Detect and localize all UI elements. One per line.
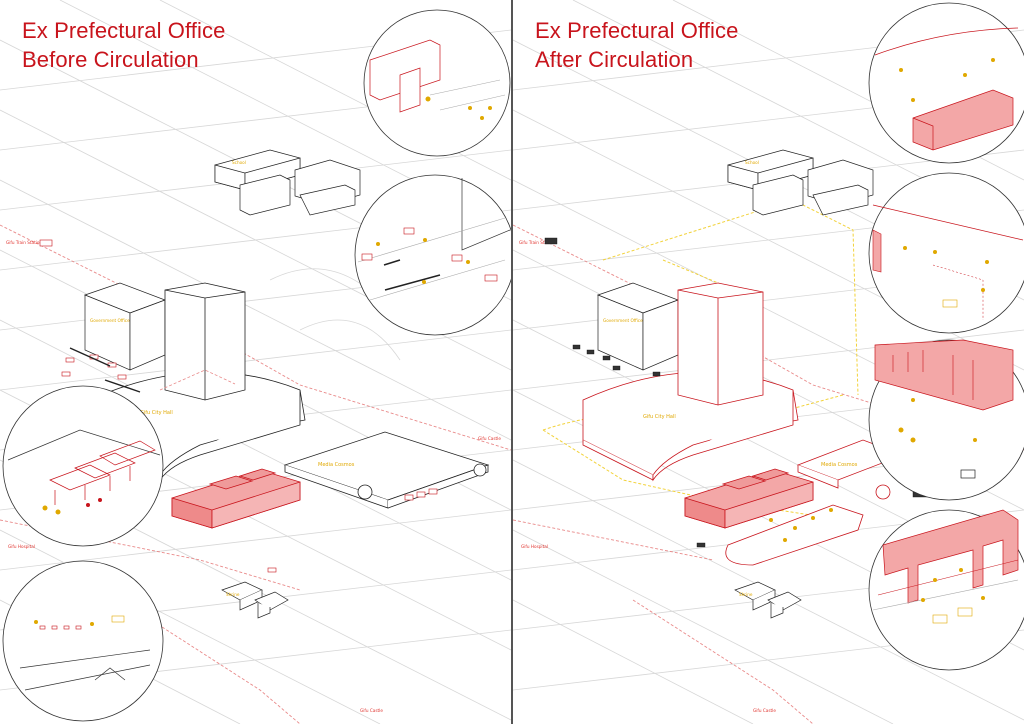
label-school: School	[232, 160, 246, 165]
panel-title-after: Ex Prefectural Office After Circulation	[535, 16, 738, 74]
detail-circle-bus-stop	[363, 9, 511, 157]
title-line-1: Ex Prefectural Office	[22, 18, 226, 43]
government-office	[83, 282, 166, 371]
detail-circle-facade	[868, 339, 1024, 501]
shrine	[221, 581, 289, 619]
label-media-cosmos: Media Cosmos	[318, 462, 355, 468]
ex-prefectural-office	[684, 468, 814, 529]
detail-circle-open-ground	[868, 172, 1024, 334]
label-shrine: Shrine	[226, 592, 240, 597]
street-label-west: Gifu Hospital	[521, 544, 548, 549]
label-media-cosmos: Media Cosmos	[821, 462, 858, 468]
street-label-south: Gifu Castle	[753, 708, 776, 713]
school-building	[727, 149, 874, 216]
school-building	[214, 149, 361, 216]
street-label-south: Gifu Castle	[360, 708, 383, 713]
before-axonometric: Gifu Train Station Gifu Castle Gifu Hosp…	[0, 0, 511, 724]
parked-cars	[39, 239, 438, 573]
label-city-hall: Gifu City Hall	[140, 410, 173, 416]
street-label-north-west: Gifu Train Station	[519, 240, 555, 245]
label-government-office: Government Office	[603, 318, 643, 323]
detail-circle-crosswalk	[2, 560, 164, 722]
underpass-route	[159, 369, 236, 391]
label-city-hall: Gifu City Hall	[643, 414, 676, 420]
label-school: School	[745, 160, 759, 165]
new-plaza	[725, 504, 864, 566]
panel-before: Gifu Train Station Gifu Castle Gifu Hosp…	[0, 0, 511, 724]
title-line-2: Before Circulation	[22, 47, 199, 72]
ex-prefectural-office	[171, 468, 301, 529]
panel-after: Gifu Train Station Gifu Hospital Gifu Ca…	[513, 0, 1024, 724]
detail-circle-street	[354, 174, 511, 336]
title-line-1: Ex Prefectural Office	[535, 18, 739, 43]
detail-circle-gate	[868, 509, 1024, 671]
label-government-office: Government Office	[90, 318, 130, 323]
street-label-north-west: Gifu Train Station	[6, 240, 42, 245]
panel-divider	[511, 0, 513, 724]
shrine	[734, 581, 802, 619]
after-axonometric: Gifu Train Station Gifu Hospital Gifu Ca…	[513, 0, 1024, 724]
street-label-east: Gifu Castle	[478, 436, 501, 441]
detail-circle-parking	[2, 385, 164, 547]
panel-title-before: Ex Prefectural Office Before Circulation	[22, 16, 225, 74]
media-cosmos	[283, 431, 490, 509]
label-shrine: Shrine	[739, 592, 753, 597]
detail-circle-plaza-edge	[868, 2, 1024, 164]
street-label-west: Gifu Hospital	[8, 544, 35, 549]
parking-stripes	[69, 347, 141, 393]
city-hall	[582, 282, 799, 482]
title-line-2: After Circulation	[535, 47, 694, 72]
